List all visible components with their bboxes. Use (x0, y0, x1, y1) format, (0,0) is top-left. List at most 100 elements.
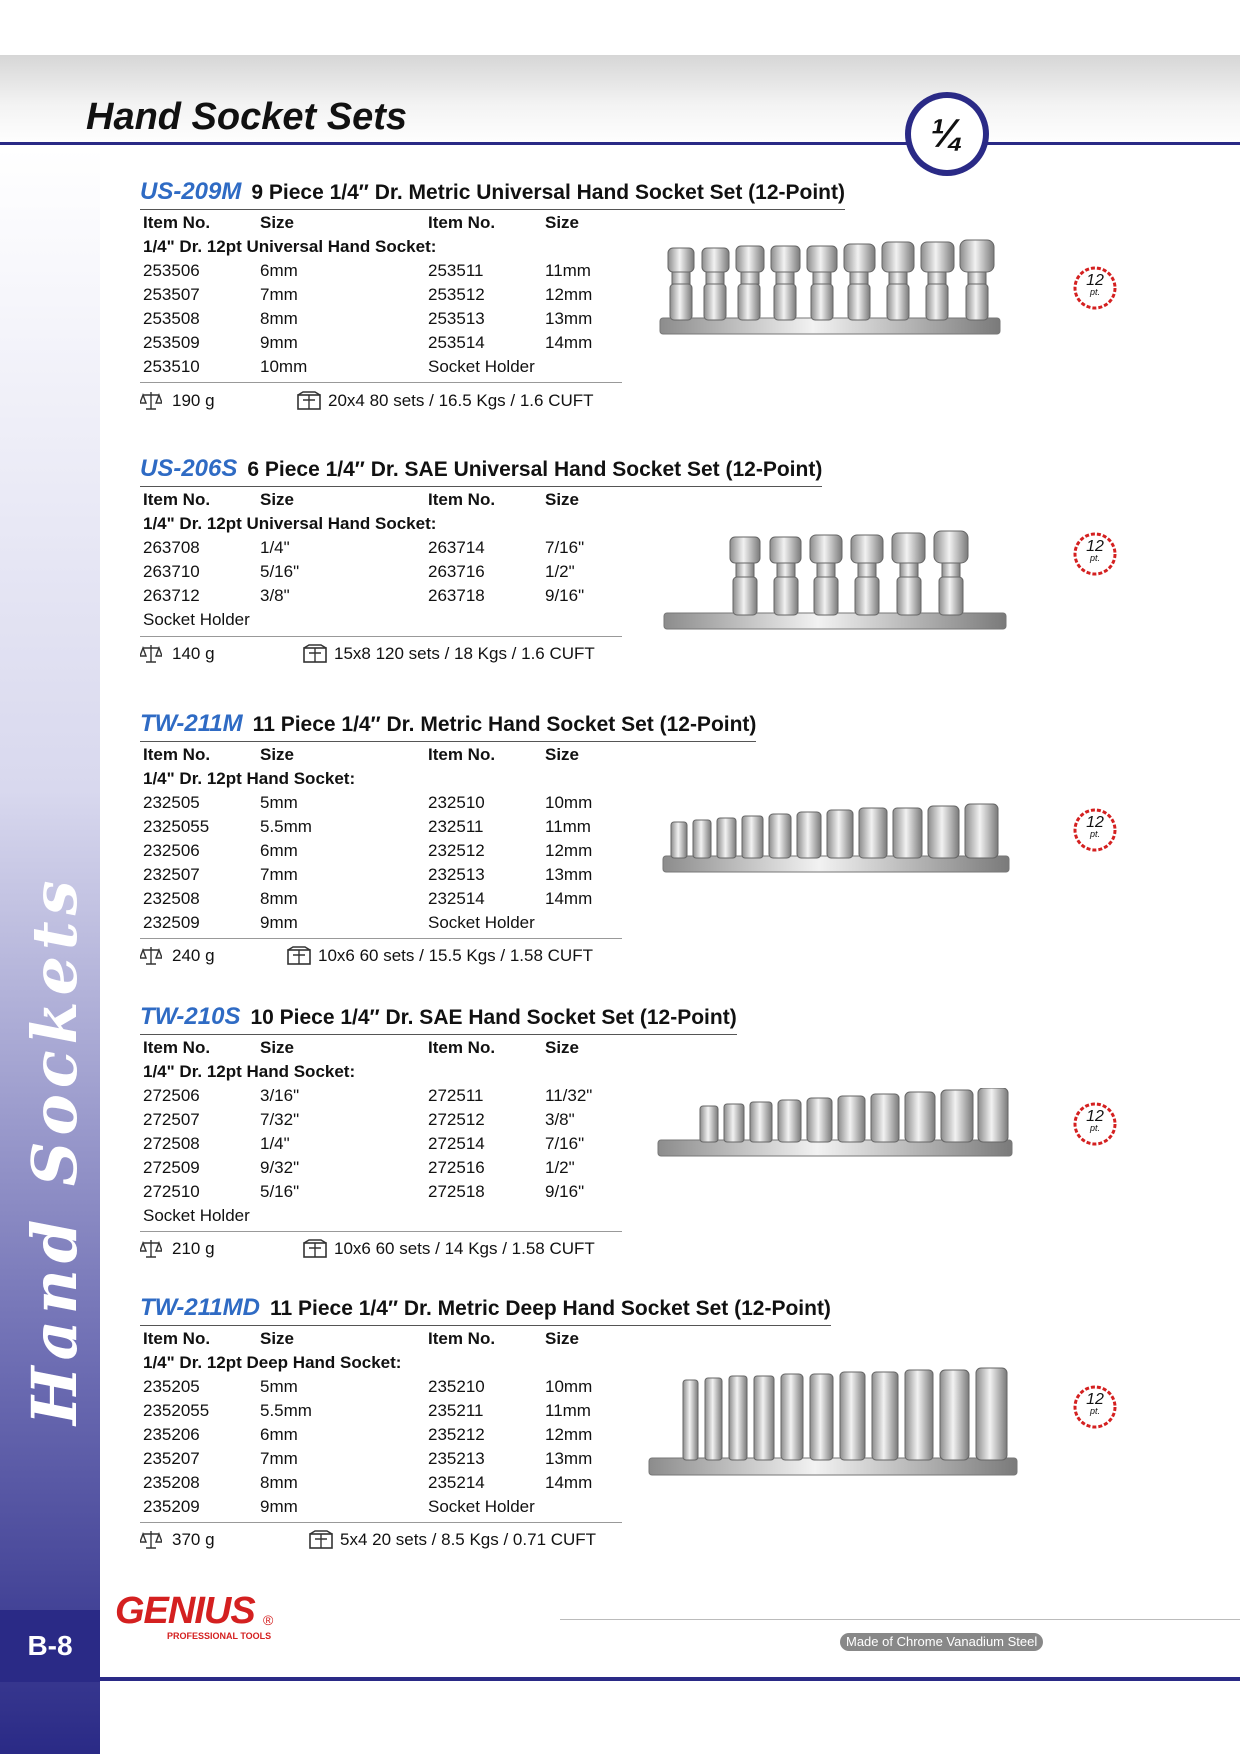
header-item-no: Item No. (143, 745, 211, 764)
product-description: 6 Piece 1/4″ Dr. SAE Universal Hand Sock… (247, 458, 823, 481)
size: 14mm (545, 889, 593, 908)
12-point-badge (1073, 1102, 1117, 1146)
packing-info: 140 g 15x8 120 sets / 18 Kgs / 1.6 CUFT (140, 641, 630, 667)
size: 9/16" (545, 586, 585, 605)
badge-number: 12 (1086, 538, 1104, 555)
item-no: 235212 (428, 1425, 485, 1444)
brand-name: GENIUS (115, 1590, 256, 1632)
item-no: Socket Holder (428, 357, 535, 376)
size: 8mm (260, 1473, 298, 1492)
carton-icon (309, 1530, 333, 1549)
item-no: 263712 (143, 586, 200, 605)
size: 5/16" (260, 1182, 300, 1201)
product-code: US-206S (140, 455, 238, 482)
product-description: 10 Piece 1/4″ Dr. SAE Hand Socket Set (1… (250, 1006, 737, 1029)
item-no: 232509 (143, 913, 200, 932)
scale-icon (140, 1531, 162, 1549)
carton-icon (287, 946, 311, 965)
size: 14mm (545, 333, 593, 352)
weight: 370 g (172, 1530, 215, 1549)
carton-info: 15x8 120 sets / 18 Kgs / 1.6 CUFT (334, 644, 595, 663)
packing-info: 370 g 5x4 20 sets / 8.5 Kgs / 0.71 CUFT (140, 1527, 630, 1553)
item-no: Socket Holder (428, 913, 535, 932)
badge-number: 12 (1086, 814, 1104, 831)
size: 12mm (545, 1425, 593, 1444)
item-no: Socket Holder (143, 1206, 250, 1225)
weight: 190 g (172, 391, 215, 410)
item-no: 253508 (143, 309, 200, 328)
material-note: Made of Chrome Vanadium Steel (840, 1633, 1044, 1651)
12-point-badge (1073, 532, 1117, 576)
packing-info: 210 g 10x6 60 sets / 14 Kgs / 1.58 CUFT (140, 1236, 630, 1262)
badge-number: 12 (1086, 272, 1104, 289)
size: 13mm (545, 309, 593, 328)
badge-unit: pt. (1089, 829, 1100, 839)
header-item-no: Item No. (143, 1038, 211, 1057)
weight: 140 g (172, 644, 215, 663)
size: 3/8" (260, 586, 290, 605)
size: 7/32" (260, 1110, 300, 1129)
size: 7mm (260, 285, 298, 304)
packing-divider (140, 382, 622, 383)
badge-unit: pt. (1089, 553, 1100, 563)
size: 9/32" (260, 1158, 300, 1177)
header-item-no: Item No. (428, 745, 496, 764)
item-no: 253507 (143, 285, 200, 304)
brand-logo: GENIUS ® PROFESSIONAL TOOLS (115, 1590, 273, 1641)
product-image (657, 1088, 1013, 1157)
item-no: 235209 (143, 1497, 200, 1516)
item-no: 263718 (428, 586, 485, 605)
header-item-no: Item No. (428, 490, 496, 509)
item-no: 253512 (428, 285, 485, 304)
item-no: 2352055 (143, 1401, 210, 1420)
header-item-no: Item No. (428, 213, 496, 232)
size: 5mm (260, 793, 298, 812)
carton-icon (303, 1239, 327, 1258)
carton-info: 10x6 60 sets / 15.5 Kgs / 1.58 CUFT (318, 946, 593, 965)
header-size: Size (545, 1329, 580, 1348)
size: 3/8" (545, 1110, 575, 1129)
scale-icon (140, 1240, 162, 1258)
header-size: Size (260, 1329, 295, 1348)
size: 1/2" (545, 562, 575, 581)
header-size: Size (260, 1038, 295, 1057)
item-no: 253510 (143, 357, 200, 376)
item-no: 232513 (428, 865, 485, 884)
product-image (659, 239, 1001, 335)
product-section: US-206S 6 Piece 1/4″ Dr. SAE Universal Ha… (140, 455, 1230, 685)
header-size: Size (260, 745, 295, 764)
product-image (663, 530, 1007, 630)
badge-number: 12 (1086, 1391, 1104, 1408)
size: 10mm (260, 357, 308, 376)
header-size: Size (545, 490, 580, 509)
drive-size-label: ¼ (911, 98, 983, 170)
badge-number: 12 (1086, 1108, 1104, 1125)
item-no: 272514 (428, 1134, 485, 1153)
size: 5mm (260, 1377, 298, 1396)
size: 7/16" (545, 538, 585, 557)
product-image (648, 1367, 1018, 1476)
drive-size-badge: ¼ (905, 92, 989, 176)
badge-unit: pt. (1089, 1406, 1100, 1416)
item-no: 235214 (428, 1473, 485, 1492)
product-description: 9 Piece 1/4″ Dr. Metric Universal Hand S… (251, 181, 845, 204)
item-no: Socket Holder (428, 1497, 535, 1516)
item-no: 232512 (428, 841, 485, 860)
size: 10mm (545, 1377, 593, 1396)
weight: 210 g (172, 1239, 215, 1258)
size: 9mm (260, 333, 298, 352)
12-point-badge (1073, 808, 1117, 852)
socket-type-text: 1/4" Dr. 12pt Universal Hand Socket: (143, 514, 437, 533)
brand-tagline: PROFESSIONAL TOOLS (167, 1631, 272, 1641)
packing-info: 240 g 10x6 60 sets / 15.5 Kgs / 1.58 CUF… (140, 943, 630, 969)
size: 9mm (260, 913, 298, 932)
item-no: 235206 (143, 1425, 200, 1444)
item-no: 272507 (143, 1110, 200, 1129)
